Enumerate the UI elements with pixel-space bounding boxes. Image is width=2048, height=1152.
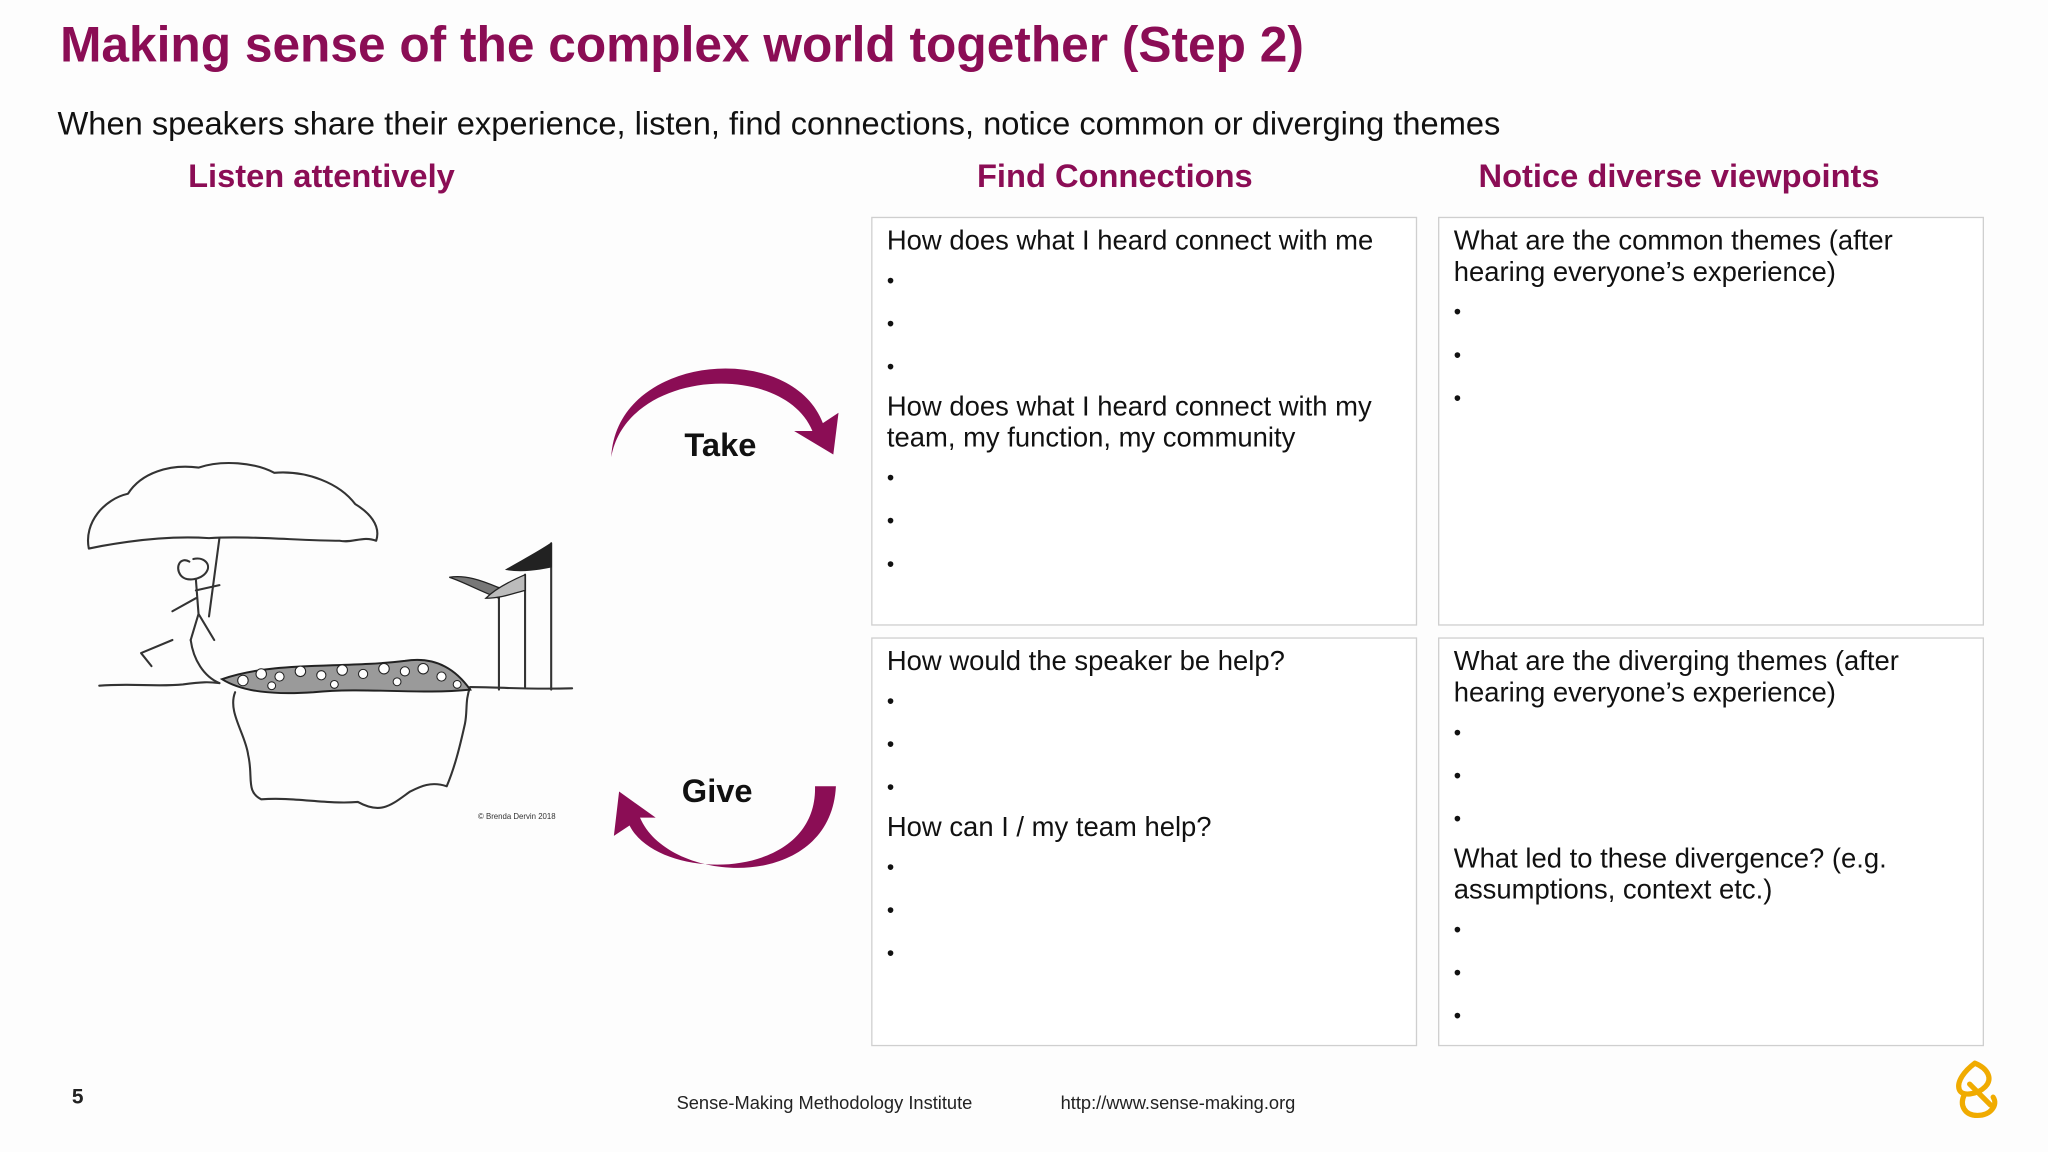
help-box[interactable]: How would the speaker be help? How can I… — [871, 637, 1418, 1047]
bullet-list — [887, 455, 1402, 584]
give-label: Give — [681, 773, 753, 810]
bullet-list — [1454, 906, 1969, 1035]
empty-bullet[interactable] — [1454, 950, 1969, 993]
flag-2 — [484, 573, 526, 599]
footer-institute: Sense-Making Methodology Institute — [676, 1091, 973, 1113]
diverging-question-1: What are the diverging themes (after hea… — [1453, 646, 1899, 708]
empty-bullet[interactable] — [887, 930, 1402, 973]
diverging-question-2: What led to these divergence? (e.g. assu… — [1453, 843, 1887, 906]
empty-bullet[interactable] — [887, 764, 1402, 807]
empty-bullet[interactable] — [1454, 752, 1969, 795]
sense-making-illustration: © Brenda Dervin 2018 — [86, 462, 574, 821]
page-number: 5 — [71, 1086, 84, 1109]
help-question-1: How would the speaker be help? — [886, 646, 1285, 677]
illustration-credit: © Brenda Dervin 2018 — [478, 812, 556, 821]
bullet-list — [887, 257, 1402, 386]
connect-box[interactable]: How does what I heard connect with me Ho… — [871, 216, 1418, 626]
bullet-list — [1454, 709, 1969, 838]
slide-title: Making sense of the complex world togeth… — [60, 18, 1304, 74]
empty-bullet[interactable] — [1454, 709, 1969, 752]
bullet-list — [1454, 289, 1969, 418]
flag-1 — [449, 576, 500, 600]
empty-bullet[interactable] — [1454, 332, 1969, 375]
common-question: What are the common themes (after hearin… — [1453, 225, 1893, 288]
empty-bullet[interactable] — [1454, 906, 1969, 949]
help-question-2: How can I / my team help? — [886, 812, 1212, 843]
empty-bullet[interactable] — [887, 344, 1402, 387]
empty-bullet[interactable] — [887, 498, 1402, 541]
empty-bullet[interactable] — [887, 887, 1402, 930]
slide-subtitle: When speakers share their experience, li… — [57, 105, 1501, 143]
empty-bullet[interactable] — [1454, 993, 1969, 1036]
diverging-themes-box[interactable]: What are the diverging themes (after hea… — [1438, 637, 1984, 1047]
column-heading-connections: Find Connections — [976, 158, 1253, 195]
bullet-list — [887, 844, 1402, 973]
footer-url[interactable]: http://www.sense-making.org — [1060, 1091, 1296, 1113]
take-label: Take — [684, 427, 757, 464]
company-logo-icon — [1956, 1060, 1998, 1119]
column-heading-viewpoints: Notice diverse viewpoints — [1478, 158, 1880, 195]
empty-bullet[interactable] — [1454, 795, 1969, 838]
bullet-list — [887, 678, 1402, 807]
connect-question-2: How does what I heard connect with my te… — [886, 391, 1372, 454]
empty-bullet[interactable] — [887, 257, 1402, 300]
connect-question-1: How does what I heard connect with me — [886, 225, 1374, 256]
empty-bullet[interactable] — [887, 541, 1402, 584]
flag-3 — [504, 542, 552, 572]
empty-bullet[interactable] — [887, 721, 1402, 764]
empty-bullet[interactable] — [1454, 289, 1969, 332]
empty-bullet[interactable] — [887, 455, 1402, 498]
column-heading-listen: Listen attentively — [188, 158, 455, 195]
empty-bullet[interactable] — [887, 844, 1402, 887]
empty-bullet[interactable] — [1454, 375, 1969, 418]
take-arrow-icon — [611, 368, 839, 458]
empty-bullet[interactable] — [887, 300, 1402, 343]
empty-bullet[interactable] — [887, 678, 1402, 721]
common-themes-box[interactable]: What are the common themes (after hearin… — [1438, 216, 1984, 626]
